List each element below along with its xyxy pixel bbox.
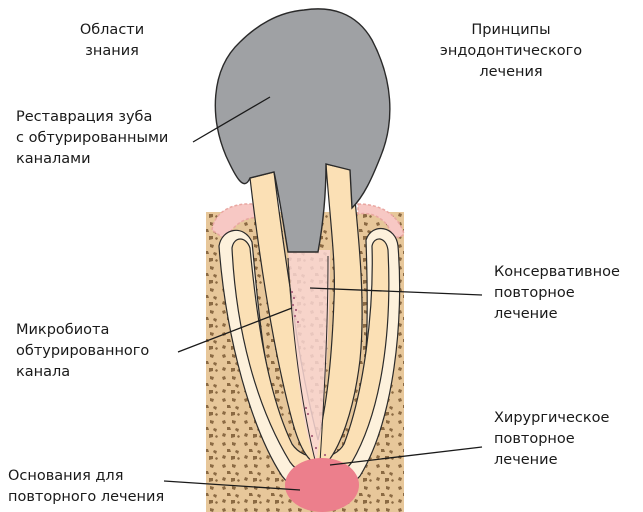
microbiota-line-3: канала — [16, 362, 149, 383]
header-right-line-2: эндодонтического — [432, 41, 590, 62]
surgical-line-3: лечение — [494, 450, 609, 471]
restoration-line-3: каналами — [16, 149, 168, 170]
microbiota-line-2: обтурированного — [16, 341, 149, 362]
surgical-line-2: повторное — [494, 429, 609, 450]
header-treatment-principles: Принципы эндодонтического лечения — [432, 20, 590, 83]
restoration-line-1: Реставрация зуба — [16, 107, 168, 128]
reasons-line-1: Основания для — [8, 466, 164, 487]
label-retreatment-reasons: Основания для повторного лечения — [8, 466, 164, 508]
label-microbiota: Микробиота обтурированного канала — [16, 320, 149, 383]
header-left-line-2: знания — [62, 41, 162, 62]
label-conservative-retreatment: Консервативное повторное лечение — [494, 262, 620, 325]
conservative-line-1: Консервативное — [494, 262, 620, 283]
header-right-line-3: лечения — [432, 62, 590, 83]
conservative-line-3: лечение — [494, 304, 620, 325]
surgical-line-1: Хирургическое — [494, 408, 609, 429]
conservative-line-2: повторное — [494, 283, 620, 304]
label-surgical-retreatment: Хирургическое повторное лечение — [494, 408, 609, 471]
header-left-line-1: Области — [62, 20, 162, 41]
restoration-line-2: с обтурированными — [16, 128, 168, 149]
microbiota-line-1: Микробиота — [16, 320, 149, 341]
header-knowledge-areas: Области знания — [62, 20, 162, 62]
header-right-line-1: Принципы — [432, 20, 590, 41]
label-restoration: Реставрация зуба с обтурированными канал… — [16, 107, 168, 170]
reasons-line-2: повторного лечения — [8, 487, 164, 508]
periapical-lesion — [285, 458, 359, 512]
